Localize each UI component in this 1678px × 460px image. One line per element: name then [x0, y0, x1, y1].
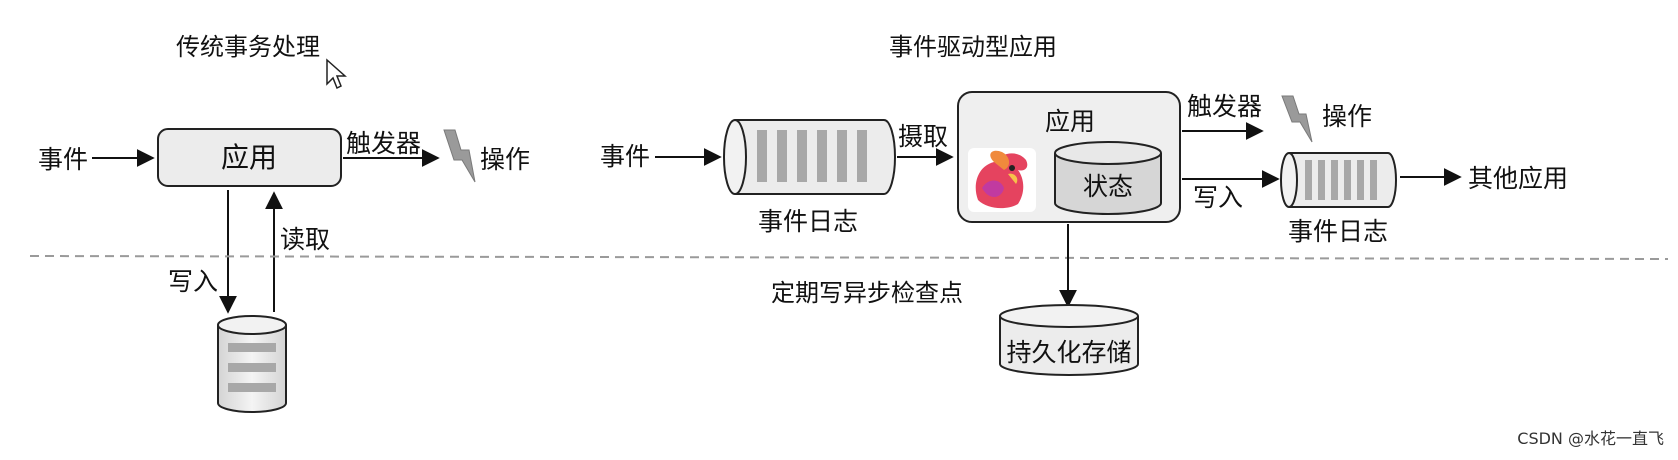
- output-event-log-label: 事件日志: [1288, 217, 1388, 246]
- event-log-label: 事件日志: [758, 207, 858, 236]
- ingest-label: 摄取: [898, 122, 948, 151]
- output-event-log-cylinder: [1280, 152, 1397, 208]
- right-title: 事件驱动型应用: [889, 33, 1057, 61]
- left-app-box: [157, 128, 342, 187]
- left-read-label: 读取: [280, 225, 330, 254]
- left-action-label: 操作: [480, 145, 530, 174]
- right-app-label: 应用: [1045, 107, 1095, 136]
- left-trigger-label: 触发器: [346, 129, 421, 158]
- right-action-label: 操作: [1322, 102, 1372, 131]
- storage-label: 持久化存储: [1006, 338, 1131, 367]
- storage-cylinder: [999, 304, 1139, 376]
- watermark-text: CSDN @水花一直飞: [1517, 429, 1664, 448]
- left-event-label: 事件: [38, 145, 88, 174]
- state-label: 状态: [1083, 172, 1133, 201]
- checkpoint-label: 定期写异步检查点: [771, 279, 963, 307]
- left-write-label: 写入: [168, 267, 218, 296]
- other-apps-label: 其他应用: [1468, 164, 1568, 193]
- mouse-cursor-icon: [326, 58, 347, 90]
- right-event-label: 事件: [600, 142, 650, 171]
- event-log-cylinder: [723, 119, 896, 195]
- right-write-label: 写入: [1193, 183, 1243, 212]
- lightning-bolt-icon: [443, 129, 476, 183]
- lightning-bolt-icon: [1281, 95, 1313, 143]
- divider-dashed-line: [29, 255, 1669, 260]
- left-app-label: 应用: [221, 141, 277, 174]
- flink-squirrel-logo: [968, 148, 1036, 212]
- left-database-cylinder: [217, 315, 287, 413]
- left-title: 传统事务处理: [176, 33, 320, 61]
- state-cylinder: [1054, 141, 1162, 215]
- right-trigger-label: 触发器: [1187, 92, 1262, 121]
